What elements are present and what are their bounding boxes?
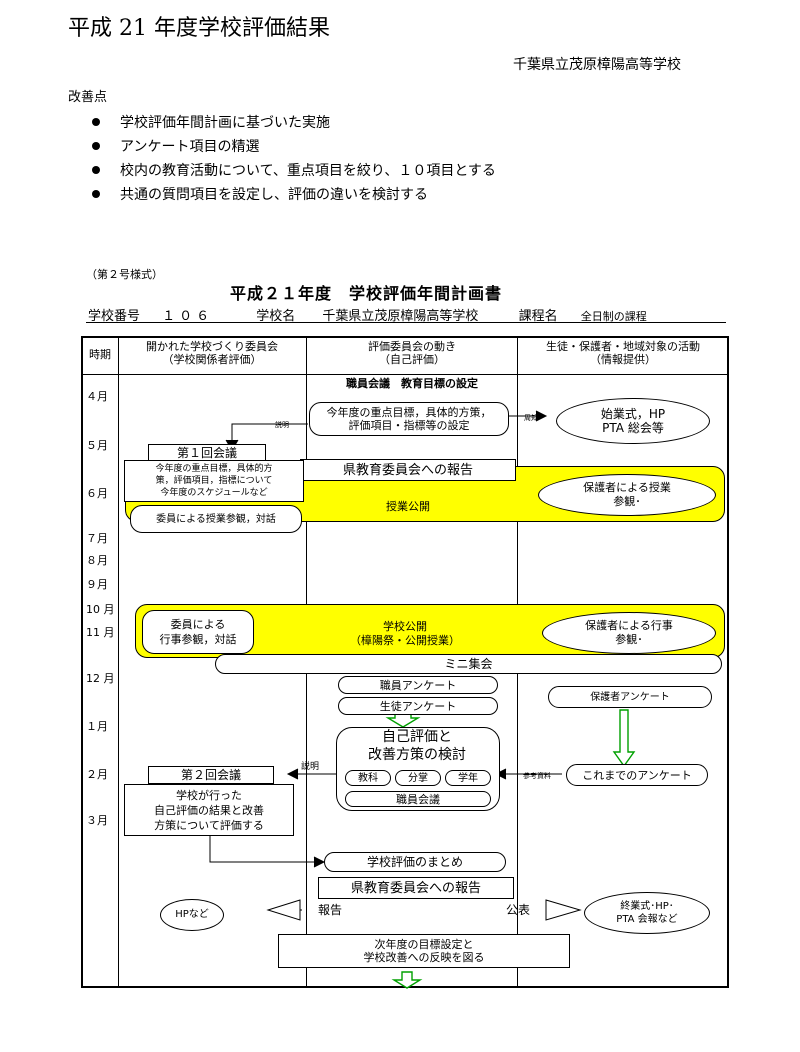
header-period: 時期 [89,348,111,361]
school-name: 千葉県立茂原樟陽高等学校 [513,57,681,73]
report-board-box: 県教育委員会への報告 [300,459,516,481]
header-staff: 評価委員会の動き（自己評価） [368,340,456,366]
month-label: ７月 [86,532,108,545]
past-surveys-box: これまでのアンケート [566,764,708,786]
month-label: ９月 [86,578,108,591]
month-label: 10 月 [86,603,115,616]
open-classes-label: 授業公開 [386,500,430,513]
subject-box: 教科 [345,770,391,786]
improvement-list: 学校評価年間計画に基づいた実施 アンケート項目の精選 校内の教育活動について、重… [92,110,496,206]
summary-box: 学校評価のまとめ [324,852,506,872]
division-box: 分掌 [395,770,441,786]
month-label: ３月 [86,814,108,827]
reference-label: 参考資料 [523,772,551,780]
course-value: 全日制の課程 [580,310,647,323]
parent-survey-box: 保護者アンケート [548,686,712,708]
report-board-box-2: 県教育委員会への報告 [318,877,514,899]
bullet-icon [92,166,100,174]
month-label: 11 月 [86,626,115,639]
committee-event-visit: 委員による行事参観，対話 [142,610,254,654]
list-item: 校内の教育活動について、重点項目を絞り、１０項目とする [92,158,496,182]
improvement-heading: 改善点 [68,90,108,105]
plan-title: 平成２１年度 学校評価年間計画書 [230,284,503,303]
closing-oval: 終業式･HP･PTA 会報など [584,892,710,934]
self-eval-label: 自己評価と改善方策の検討 [368,729,466,763]
header-committee: 開かれた学校づくり委員会（学校関係者評価） [146,340,278,366]
staff-meeting-box: 職員会議 [345,791,491,807]
notify-label: 周知 [524,414,538,422]
school-no-label: 学校番号 [88,309,141,324]
first-meeting-desc: 今年度の重点目標，具体的方策，評価項目，指標について今年度のスケジュールなど [124,460,304,502]
second-meeting-box: 第２回会議 [148,766,274,784]
page-title: 平成 21 年度学校評価結果 [68,16,330,41]
school-open-label: 学校公開（樟陽祭・公開授業） [350,620,460,647]
bullet-icon [92,190,100,198]
explain-label-1: 説明 [275,421,289,429]
school-name-label: 学校名 [256,309,296,324]
parent-event-visit-oval: 保護者による行事参観･ [542,612,716,654]
staff-survey-box: 職員アンケート [338,676,498,694]
priority-goals-box: 今年度の重点目標，具体的方策，評価項目・指標等の設定 [309,402,509,436]
mini-meeting-box: ミニ集会 [215,654,722,674]
month-label: ２月 [86,768,108,781]
info-underline [86,322,726,323]
month-label: １月 [86,720,108,733]
header-parents: 生徒・保護者・地域対象の活動（情報提供） [546,340,700,366]
course-label: 課程名 [518,309,558,324]
month-label: ５月 [86,439,108,452]
explain-label-2: 説明 [300,762,319,772]
school-no-value: １０６ [162,309,214,324]
staff-meeting-goals: 職員会議 教育目標の設定 [346,377,478,390]
school-info-row: 学校番号 １０６ 学校名 千葉県立茂原樟陽高等学校 課程名 全日制の課程 [88,305,647,324]
month-label: 12 月 [86,672,115,685]
bullet-icon [92,142,100,150]
list-item: アンケート項目の精選 [92,134,496,158]
first-meeting-box: 第１回会議 [148,444,266,462]
second-meeting-desc: 学校が行った自己評価の結果と改善方策について評価する [124,784,294,836]
student-survey-box: 生徒アンケート [338,697,498,715]
hp-oval: HPなど [160,899,224,931]
publish-arrow-label: 公表 [505,903,530,917]
form-number: （第２号様式） [86,268,163,281]
list-item: 共通の質問項目を設定し、評価の違いを検討する [92,182,496,206]
grade-box: 学年 [445,770,491,786]
parent-class-visit-oval: 保護者による授業参観･ [538,474,716,516]
school-name-value: 千葉県立茂原樟陽高等学校 [322,309,479,324]
month-label: ８月 [86,554,108,567]
month-label: ６月 [86,487,108,500]
column-divider [118,336,119,988]
header-divider [81,374,729,375]
month-label: ４月 [86,390,108,403]
bullet-icon [92,118,100,126]
report-arrow-label: 報告 [317,903,342,917]
next-year-box: 次年度の目標設定と学校改善への反映を図る [278,934,570,968]
list-item: 学校評価年間計画に基づいた実施 [92,110,496,134]
class-visit-committee: 委員による授業参観，対話 [130,505,302,533]
